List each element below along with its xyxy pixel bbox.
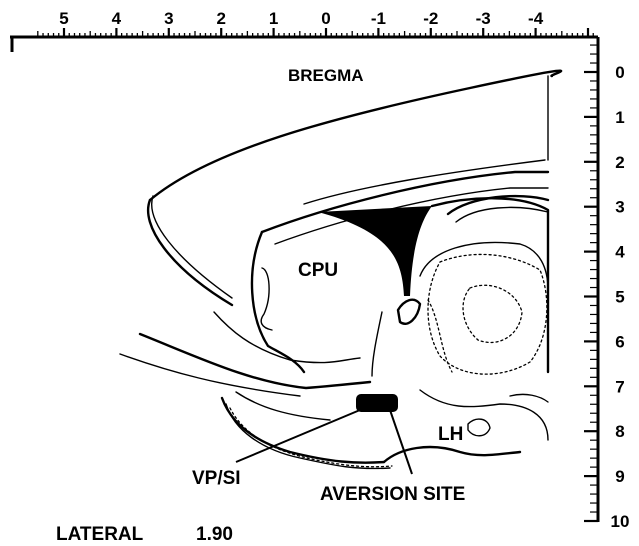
aversion-site-leader <box>390 410 412 474</box>
vp-si-label: VP/SI <box>192 468 241 489</box>
top-ruler-label: -4 <box>528 9 544 28</box>
aversion-site-label: AVERSION SITE <box>320 484 465 505</box>
aversion-site-marker <box>356 394 398 412</box>
right-ruler-label: 9 <box>615 467 624 486</box>
top-ruler-label: 4 <box>112 9 122 28</box>
right-ruler-label: 1 <box>615 108 624 127</box>
right-ruler-label: 5 <box>615 288 624 307</box>
top-ruler: 5 4 3 2 1 0 -1 -2 -3 -4 <box>10 9 598 52</box>
right-ruler-label: 6 <box>615 332 624 351</box>
right-ruler-label: 7 <box>615 377 624 396</box>
top-ruler-label: -3 <box>476 9 491 28</box>
lh-label: LH <box>438 424 463 445</box>
top-ruler-label: 0 <box>321 9 330 28</box>
lateral-ventricle <box>318 206 432 296</box>
top-ruler-label: -2 <box>423 9 438 28</box>
top-ruler-label: 1 <box>269 9 278 28</box>
right-ruler-label: 4 <box>615 243 625 262</box>
top-ruler-label: 5 <box>59 9 68 28</box>
right-ruler-label: 0 <box>615 63 624 82</box>
top-ruler-label: -1 <box>371 9 386 28</box>
brain-outline <box>120 71 561 469</box>
striatum-boundary <box>252 232 304 372</box>
cortex-surface <box>150 71 561 200</box>
cpu-label: CPU <box>298 260 338 281</box>
bregma-label: BREGMA <box>288 66 364 85</box>
right-ruler: 0 1 2 3 4 5 6 7 8 9 10 <box>584 37 629 531</box>
lateral-label: LATERAL <box>56 524 144 545</box>
right-ruler-label: 3 <box>615 198 624 217</box>
right-ruler-label: 8 <box>615 422 624 441</box>
top-ruler-label: 3 <box>164 9 173 28</box>
top-ruler-label: 2 <box>216 9 225 28</box>
lateral-value: 1.90 <box>196 524 233 545</box>
right-ruler-label: 2 <box>615 153 624 172</box>
right-ruler-label: 10 <box>611 512 630 531</box>
